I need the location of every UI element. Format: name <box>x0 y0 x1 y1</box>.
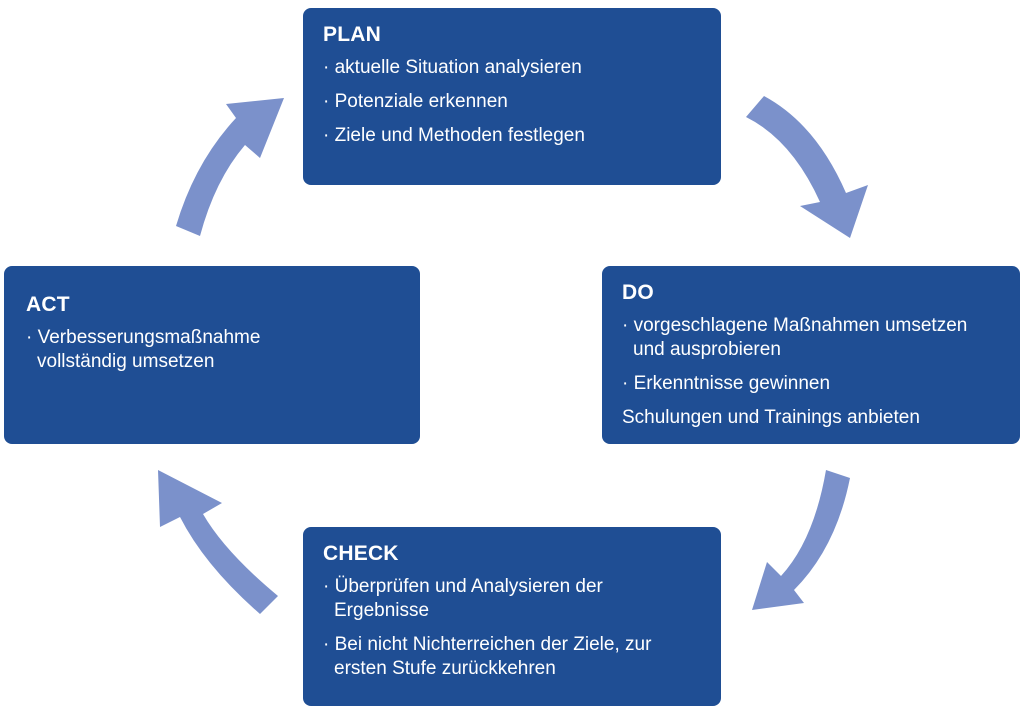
act-box: ACT · Verbesserungsmaßnahme vollständig … <box>4 266 420 444</box>
arrow-plan-to-do <box>746 96 868 238</box>
do-item: · Erkenntnisse gewinnen <box>622 372 1000 396</box>
do-item: · vorgeschlagene Maßnahmen umsetzen und … <box>622 314 1000 362</box>
do-title: DO <box>622 281 654 304</box>
do-item: Schulungen und Trainings anbieten <box>622 406 1000 430</box>
act-items: · Verbesserungsmaßnahme vollständig umse… <box>26 326 400 374</box>
do-item-line: · Erkenntnisse gewinnen <box>622 373 831 394</box>
check-item-line: ersten Stufe zurückkehren <box>334 658 556 679</box>
plan-item-line: · Potenziale erkennen <box>323 91 508 112</box>
check-item-line: · Bei nicht Nichterreichen der Ziele, zu… <box>323 634 652 655</box>
plan-item-line: · aktuelle Situation analysieren <box>323 57 582 78</box>
plan-item: · Ziele und Methoden festlegen <box>323 124 701 148</box>
check-title: CHECK <box>323 542 399 565</box>
do-item-line: · vorgeschlagene Maßnahmen umsetzen <box>622 315 968 336</box>
do-item-line: und ausprobieren <box>633 339 781 360</box>
arrow-act-to-plan <box>176 98 284 236</box>
plan-box: PLAN · aktuelle Situation analysieren · … <box>303 8 721 185</box>
act-item-line: vollständig umsetzen <box>37 351 215 372</box>
plan-items: · aktuelle Situation analysieren · Poten… <box>323 56 701 148</box>
plan-title: PLAN <box>323 23 381 46</box>
arrow-do-to-check <box>752 470 850 610</box>
check-item: · Bei nicht Nichterreichen der Ziele, zu… <box>323 633 701 681</box>
plan-item: · Potenziale erkennen <box>323 90 701 114</box>
do-box: DO · vorgeschlagene Maßnahmen umsetzen u… <box>602 266 1020 444</box>
check-box: CHECK · Überprüfen und Analysieren der E… <box>303 527 721 706</box>
arrow-check-to-act <box>158 470 278 614</box>
act-title: ACT <box>26 293 70 316</box>
plan-item: · aktuelle Situation analysieren <box>323 56 701 80</box>
check-item: · Überprüfen und Analysieren der Ergebni… <box>323 575 701 623</box>
plan-item-line: · Ziele und Methoden festlegen <box>323 125 585 146</box>
act-item-line: · Verbesserungsmaßnahme <box>26 327 261 348</box>
check-items: · Überprüfen und Analysieren der Ergebni… <box>323 575 701 681</box>
act-item: · Verbesserungsmaßnahme vollständig umse… <box>26 326 400 374</box>
check-item-line: Ergebnisse <box>334 600 430 621</box>
check-item-line: · Überprüfen und Analysieren der <box>323 576 603 597</box>
do-items: · vorgeschlagene Maßnahmen umsetzen und … <box>622 314 1000 430</box>
do-item-line: Schulungen und Trainings anbieten <box>622 407 920 428</box>
